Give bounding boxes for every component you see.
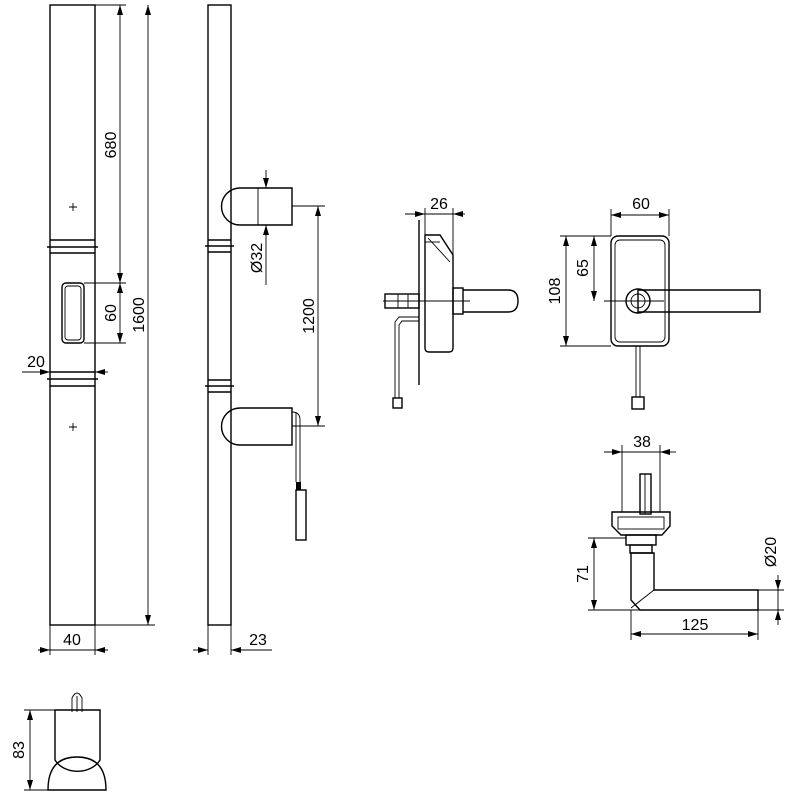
dim-20-label: 20 [27, 354, 45, 371]
dim-1600-label: 1600 [131, 297, 148, 333]
escutcheon-side-view [383, 208, 519, 409]
bar-front-view [22, 4, 155, 655]
dim-108-label: 108 [547, 278, 564, 305]
end-cap-view [24, 692, 107, 791]
dim-83-label: 83 [11, 741, 28, 759]
dim-38-label: 38 [633, 434, 651, 451]
dim-65-label: 65 [575, 259, 592, 277]
dim-26-label: 26 [430, 196, 448, 213]
dim-60-label: 60 [103, 304, 120, 322]
dim-60-width-label: 60 [632, 196, 650, 213]
dim-71-label: 71 [575, 565, 592, 583]
dim-d32-label: Ø32 [249, 243, 266, 273]
dim-680-label: 680 [103, 132, 120, 159]
dim-40-label: 40 [63, 632, 81, 649]
dim-1200-label: 1200 [301, 298, 318, 334]
escutcheon-front-view [560, 209, 761, 410]
bar-side-view [193, 4, 325, 655]
dim-23-label: 23 [249, 632, 267, 649]
dim-125-label: 125 [682, 617, 709, 634]
lever-side-view [588, 445, 784, 640]
dim-d20-label: Ø20 [763, 537, 780, 567]
